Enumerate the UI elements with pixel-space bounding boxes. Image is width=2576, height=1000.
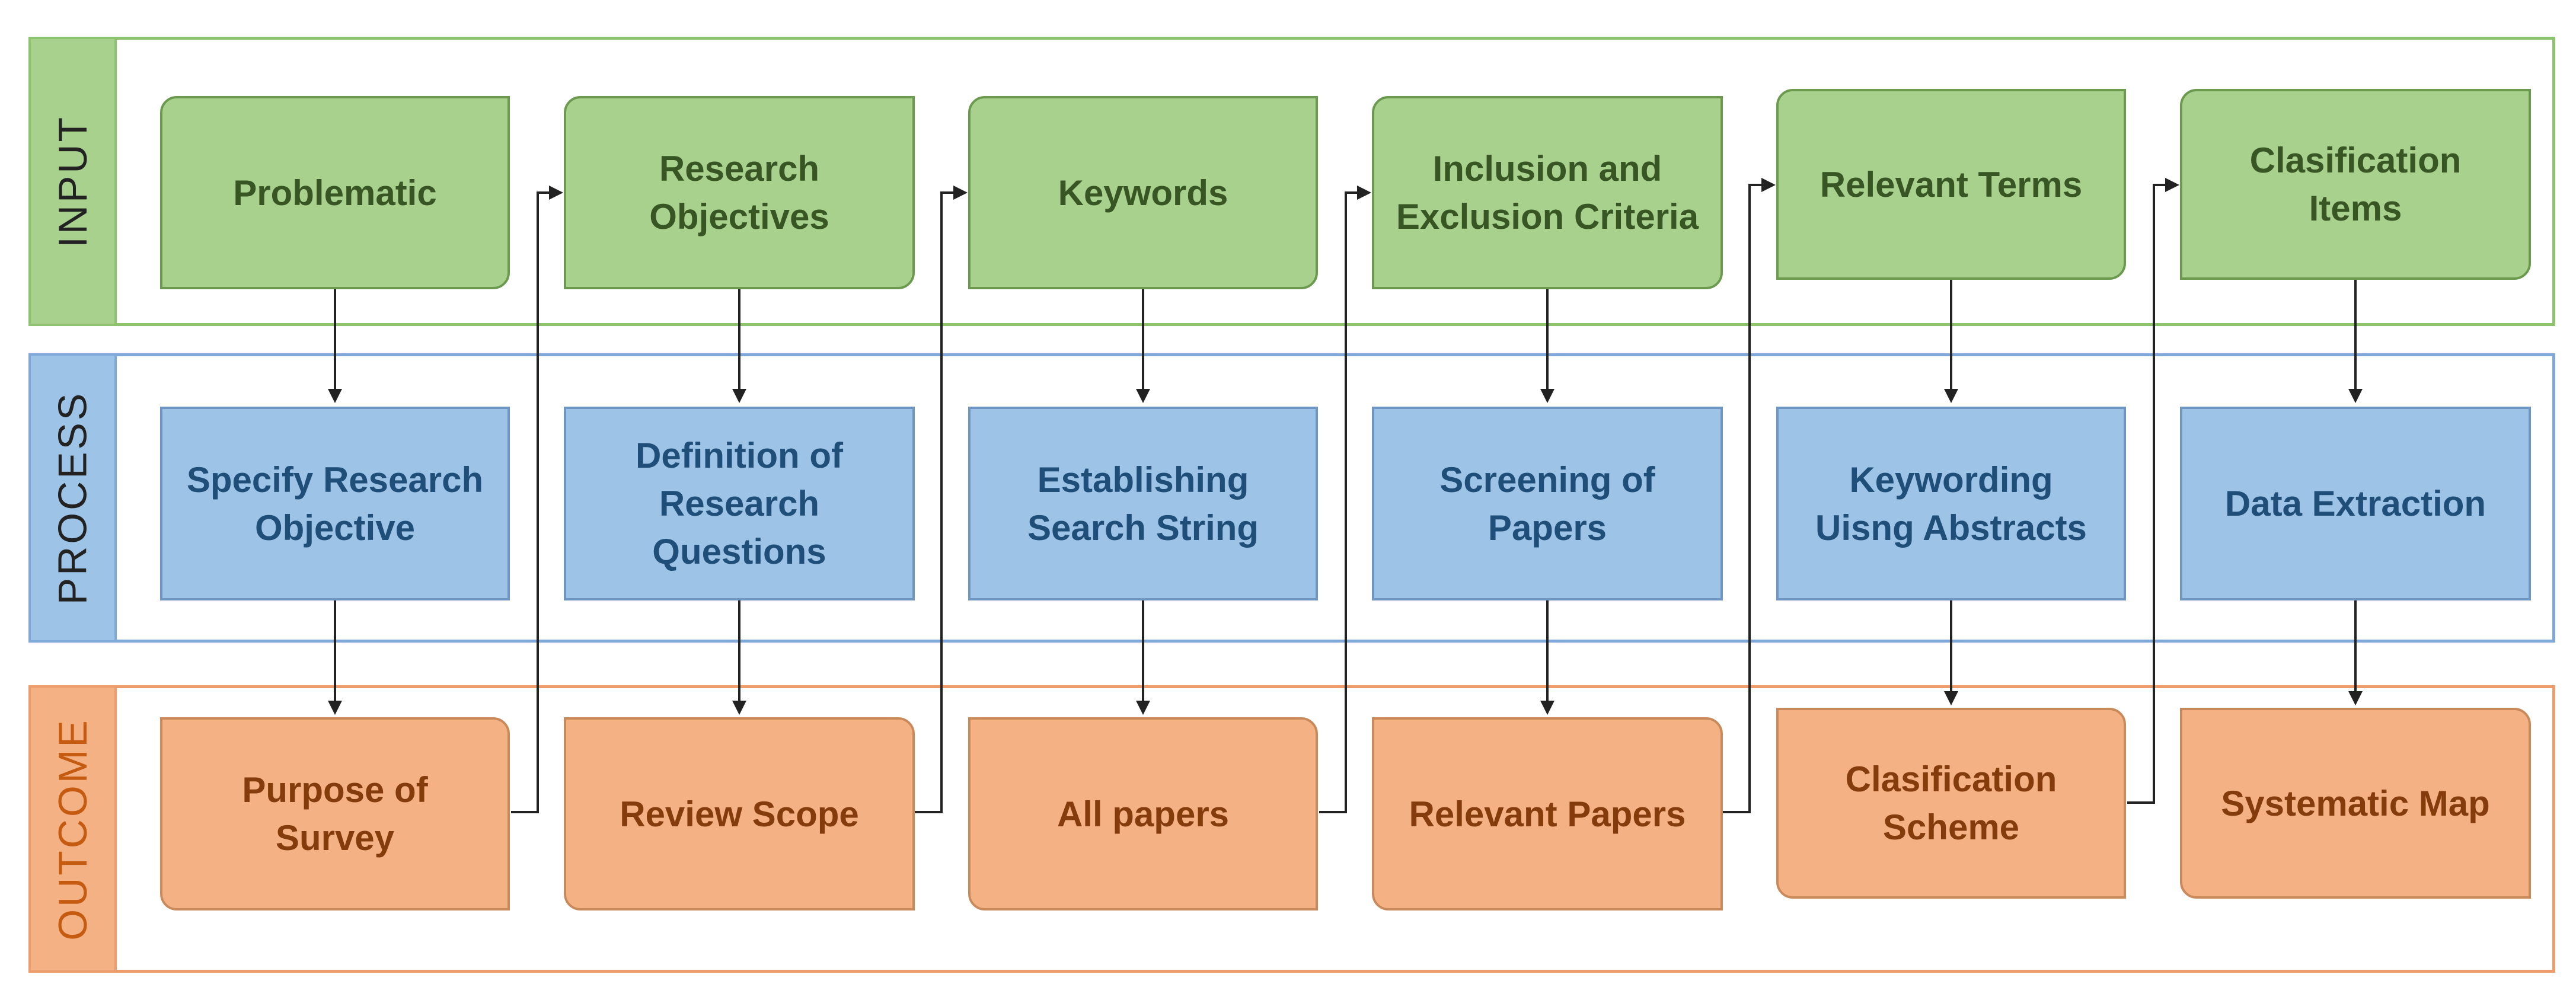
process-box-6: Data Extraction <box>2180 407 2531 600</box>
process-box-6-label: Data Extraction <box>2224 484 2486 523</box>
arrow-outcome-to-next-input-4 <box>1723 178 1776 813</box>
outcome-box-2: Review Scope <box>564 717 915 910</box>
input-box-3-label: Keywords <box>1058 172 1228 213</box>
outcome-box-3-label: All papers <box>1056 794 1230 834</box>
input-box-6-label: Clasification Items <box>2249 140 2462 228</box>
input-band-label: INPUT <box>31 39 117 324</box>
process-box-5: Keywording Uisng Abstracts <box>1776 407 2126 600</box>
process-band-label: PROCESS <box>31 356 117 640</box>
outcome-box-6: Systematic Map <box>2180 708 2531 899</box>
outcome-band <box>28 685 2555 973</box>
input-band <box>28 37 2555 326</box>
input-box-3: Keywords <box>968 96 1318 289</box>
input-box-1-label: Problematic <box>233 172 437 213</box>
arrow-outcome-to-next-input-5 <box>2127 178 2179 804</box>
process-box-3-label: Establishing Search String <box>1027 459 1259 548</box>
input-box-1: Problematic <box>160 96 510 289</box>
outcome-band-label: OUTCOME <box>31 688 117 970</box>
process-box-1-label: Specify Research Objective <box>186 459 484 548</box>
process-box-2-label: Definition of Research Questions <box>636 436 843 571</box>
process-box-4-label: Screening of Papers <box>1439 459 1655 548</box>
process-box-5-label: Keywording Uisng Abstracts <box>1815 459 2087 548</box>
outcome-box-3: All papers <box>968 717 1318 910</box>
process-box-3: Establishing Search String <box>968 407 1318 600</box>
process-box-1: Specify Research Objective <box>160 407 510 600</box>
outcome-box-6-label: Systematic Map <box>2221 783 2490 823</box>
process-box-4: Screening of Papers <box>1372 407 1723 600</box>
input-box-2: Research Objectives <box>564 96 915 289</box>
outcome-box-2-label: Review Scope <box>620 794 859 834</box>
outcome-box-5: Clasification Scheme <box>1776 708 2126 899</box>
arrow-outcome-to-next-input-3 <box>1319 186 1371 813</box>
outcome-box-1-label: Purpose of Survey <box>242 770 428 858</box>
input-box-6: Clasification Items <box>2180 89 2531 280</box>
outcome-box-4: Relevant Papers <box>1372 717 1723 910</box>
input-box-4: Inclusion and Exclusion Criteria <box>1372 96 1723 289</box>
outcome-box-4-label: Relevant Papers <box>1409 794 1686 834</box>
input-box-2-label: Research Objectives <box>649 149 829 237</box>
arrow-outcome-to-next-input-2 <box>915 186 968 813</box>
input-box-5: Relevant Terms <box>1776 89 2126 280</box>
outcome-box-1: Purpose of Survey <box>160 717 510 910</box>
outcome-box-5-label: Clasification Scheme <box>1845 759 2057 847</box>
arrow-outcome-to-next-input-1 <box>511 186 563 813</box>
process-box-2: Definition of Research Questions <box>564 407 915 600</box>
process-band <box>28 353 2555 643</box>
input-box-4-label: Inclusion and Exclusion Criteria <box>1396 149 1699 237</box>
input-box-5-label: Relevant Terms <box>1820 164 2083 205</box>
